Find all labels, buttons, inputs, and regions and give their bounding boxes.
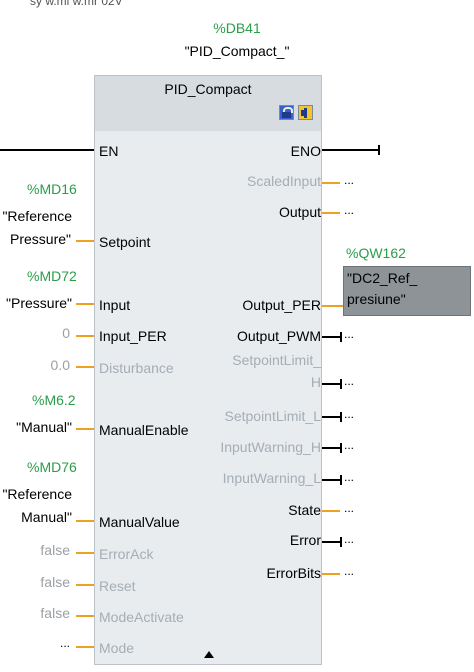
pin-output-per[interactable]: Output_PER bbox=[242, 297, 321, 313]
mode-value[interactable]: ... bbox=[59, 636, 70, 650]
input-warning-h-line-end bbox=[340, 443, 342, 453]
pin-error[interactable]: Error bbox=[289, 532, 321, 548]
eno-line-end bbox=[378, 145, 380, 155]
pin-manual-value[interactable]: ManualValue bbox=[99, 514, 180, 530]
input-line bbox=[76, 303, 94, 305]
pin-mode[interactable]: Mode bbox=[99, 640, 135, 656]
input-address[interactable]: %MD72 bbox=[27, 268, 77, 284]
disturbance-value[interactable]: 0.0 bbox=[50, 357, 70, 373]
error-ack-value[interactable]: false bbox=[40, 542, 70, 558]
block-title: PID_Compact bbox=[164, 81, 252, 97]
input-per-value[interactable]: 0 bbox=[62, 325, 70, 341]
pin-mode-activate[interactable]: ModeActivate bbox=[99, 609, 184, 625]
input-per-line bbox=[76, 335, 94, 337]
scaled-input-line bbox=[322, 182, 340, 184]
setpoint-limit-l-line bbox=[322, 416, 342, 418]
pin-input-warning-h[interactable]: InputWarning_H bbox=[220, 439, 321, 455]
pin-setpoint-limit-h-line2[interactable]: H bbox=[310, 374, 321, 390]
collapse-arrow-icon[interactable] bbox=[204, 651, 214, 658]
manual-value-tag-line1[interactable]: "Reference bbox=[2, 486, 72, 502]
error-line bbox=[322, 541, 342, 543]
pin-scaled-input[interactable]: ScaledInput bbox=[247, 173, 321, 189]
db-name: "PID_Compact_" bbox=[184, 43, 290, 59]
pin-disturbance[interactable]: Disturbance bbox=[99, 360, 174, 376]
pid-compact-block[interactable] bbox=[94, 75, 322, 665]
disturbance-line bbox=[76, 366, 94, 368]
mode-activate-value[interactable]: false bbox=[40, 605, 70, 621]
output-pwm-line-end bbox=[340, 332, 342, 342]
pin-setpoint-limit-h-line1[interactable]: SetpointLimit_ bbox=[232, 352, 321, 368]
output-pwm-operand[interactable]: ... bbox=[344, 327, 355, 341]
pin-output[interactable]: Output bbox=[278, 204, 321, 220]
error-ack-line bbox=[76, 552, 94, 554]
setpoint-limit-l-operand[interactable]: ... bbox=[344, 407, 355, 421]
pin-setpoint-limit-l[interactable]: SetpointLimit_L bbox=[224, 408, 321, 424]
setpoint-tag-line2[interactable]: Pressure" bbox=[10, 231, 71, 247]
output-per-line bbox=[322, 305, 343, 307]
cut-off-caption: sy w.mi w.mr 02V bbox=[30, 0, 123, 8]
pin-reset[interactable]: Reset bbox=[99, 578, 136, 594]
state-operand[interactable]: ... bbox=[344, 501, 355, 515]
output-per-address[interactable]: %QW162 bbox=[346, 245, 406, 261]
output-pwm-line bbox=[322, 336, 342, 338]
input-warning-l-operand[interactable]: ... bbox=[344, 470, 355, 484]
pin-eno[interactable]: ENO bbox=[290, 143, 321, 159]
mode-activate-line bbox=[76, 615, 94, 617]
pin-en[interactable]: EN bbox=[99, 143, 119, 159]
manual-enable-address[interactable]: %M6.2 bbox=[32, 392, 76, 408]
error-operand[interactable]: ... bbox=[344, 532, 355, 546]
input-warning-l-line bbox=[322, 479, 342, 481]
manual-enable-tag[interactable]: "Manual" bbox=[16, 419, 72, 435]
setpoint-limit-h-line-end bbox=[340, 379, 342, 389]
mode-line bbox=[76, 646, 94, 648]
setpoint-limit-l-line-end bbox=[340, 412, 342, 422]
input-warning-h-operand[interactable]: ... bbox=[344, 438, 355, 452]
error-bits-operand[interactable]: ... bbox=[344, 564, 355, 578]
output-per-tag-line1: "DC2_Ref_ bbox=[347, 270, 418, 286]
pin-error-ack[interactable]: ErrorAck bbox=[99, 546, 154, 562]
en-connection-line bbox=[0, 149, 94, 151]
pin-input-per[interactable]: Input_PER bbox=[99, 328, 167, 344]
pin-error-bits[interactable]: ErrorBits bbox=[266, 565, 321, 581]
input-warning-h-line bbox=[322, 447, 342, 449]
manual-value-address[interactable]: %MD76 bbox=[27, 459, 77, 475]
pin-input[interactable]: Input bbox=[99, 297, 131, 313]
block-header bbox=[94, 75, 322, 131]
manual-value-tag-line2[interactable]: Manual" bbox=[21, 509, 72, 525]
lock-icon[interactable] bbox=[279, 105, 294, 120]
error-bits-line bbox=[322, 573, 340, 575]
pin-output-pwm[interactable]: Output_PWM bbox=[236, 328, 321, 344]
setpoint-limit-h-operand[interactable]: ... bbox=[344, 374, 355, 388]
commissioning-icon[interactable] bbox=[298, 105, 313, 120]
manual-enable-line bbox=[76, 428, 94, 430]
pin-state[interactable]: State bbox=[288, 502, 321, 518]
reset-value[interactable]: false bbox=[40, 574, 70, 590]
scaled-input-operand[interactable]: ... bbox=[344, 173, 355, 187]
state-line bbox=[322, 510, 340, 512]
output-per-tag-line2: presiune" bbox=[347, 291, 406, 307]
output-line bbox=[322, 212, 340, 214]
input-warning-l-line-end bbox=[340, 475, 342, 485]
pin-input-warning-l[interactable]: InputWarning_L bbox=[222, 470, 321, 486]
setpoint-limit-h-line bbox=[322, 383, 342, 385]
pin-setpoint[interactable]: Setpoint bbox=[99, 234, 151, 250]
output-operand[interactable]: ... bbox=[344, 203, 355, 217]
manual-value-line bbox=[76, 520, 94, 522]
input-tag[interactable]: "Pressure" bbox=[6, 295, 72, 311]
eno-connection-line bbox=[322, 149, 380, 151]
error-line-end bbox=[340, 537, 342, 547]
output-per-operand-box[interactable] bbox=[343, 266, 471, 316]
setpoint-address[interactable]: %MD16 bbox=[27, 181, 77, 197]
setpoint-line bbox=[76, 240, 94, 242]
db-address: %DB41 bbox=[213, 20, 261, 36]
pin-manual-enable[interactable]: ManualEnable bbox=[99, 422, 189, 438]
reset-line bbox=[76, 584, 94, 586]
setpoint-tag-line1[interactable]: "Reference bbox=[2, 208, 72, 224]
